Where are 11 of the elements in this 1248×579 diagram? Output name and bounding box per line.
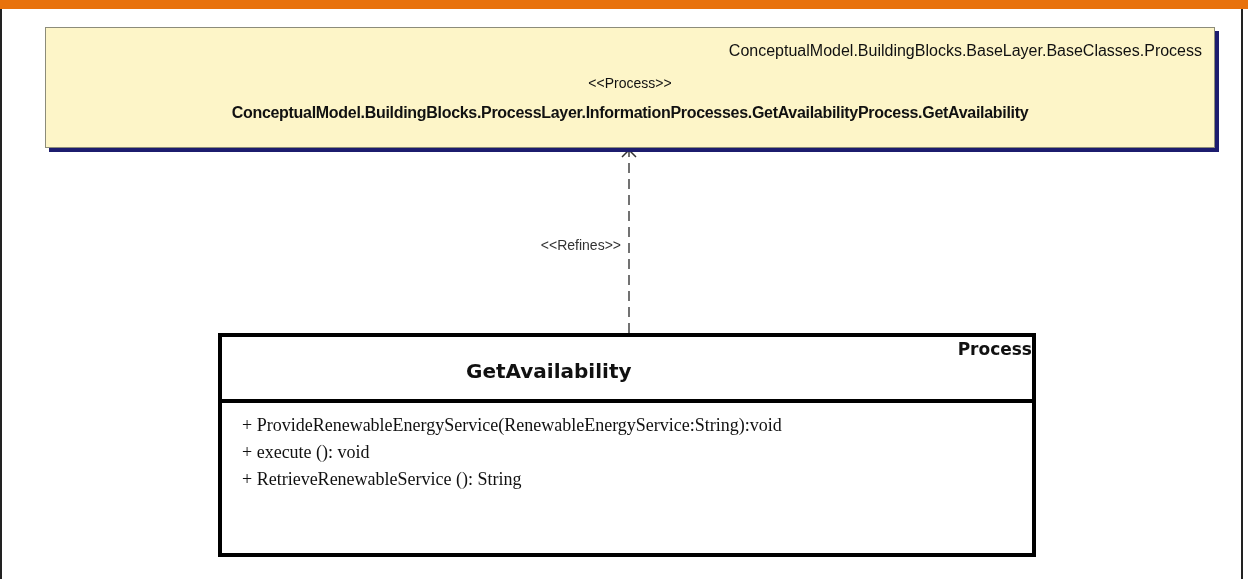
stereotype-label: Process <box>957 339 1032 359</box>
class-name: GetAvailability <box>466 359 632 383</box>
class-box <box>218 333 1036 557</box>
dependency-arrow <box>621 149 637 334</box>
edge-label: <<Refines>> <box>540 236 621 253</box>
stereotype-label: <<Process>> <box>588 75 672 91</box>
method-signature: + RetrieveRenewableService (): String <box>242 469 523 490</box>
qualified-name: ConceptualModel.BuildingBlocks.BaseLayer.BaseClasses.Process <box>728 42 1202 60</box>
method-signature: + execute (): void <box>242 442 371 463</box>
class-name: ConceptualModel.BuildingBlocks.ProcessLayer.InformationProcesses.GetAvailabilityProcess.GetAvailability <box>230 104 1030 122</box>
method-signature: + ProvideRenewableEnergyService(RenewableEnergyService:String):void <box>242 415 783 436</box>
